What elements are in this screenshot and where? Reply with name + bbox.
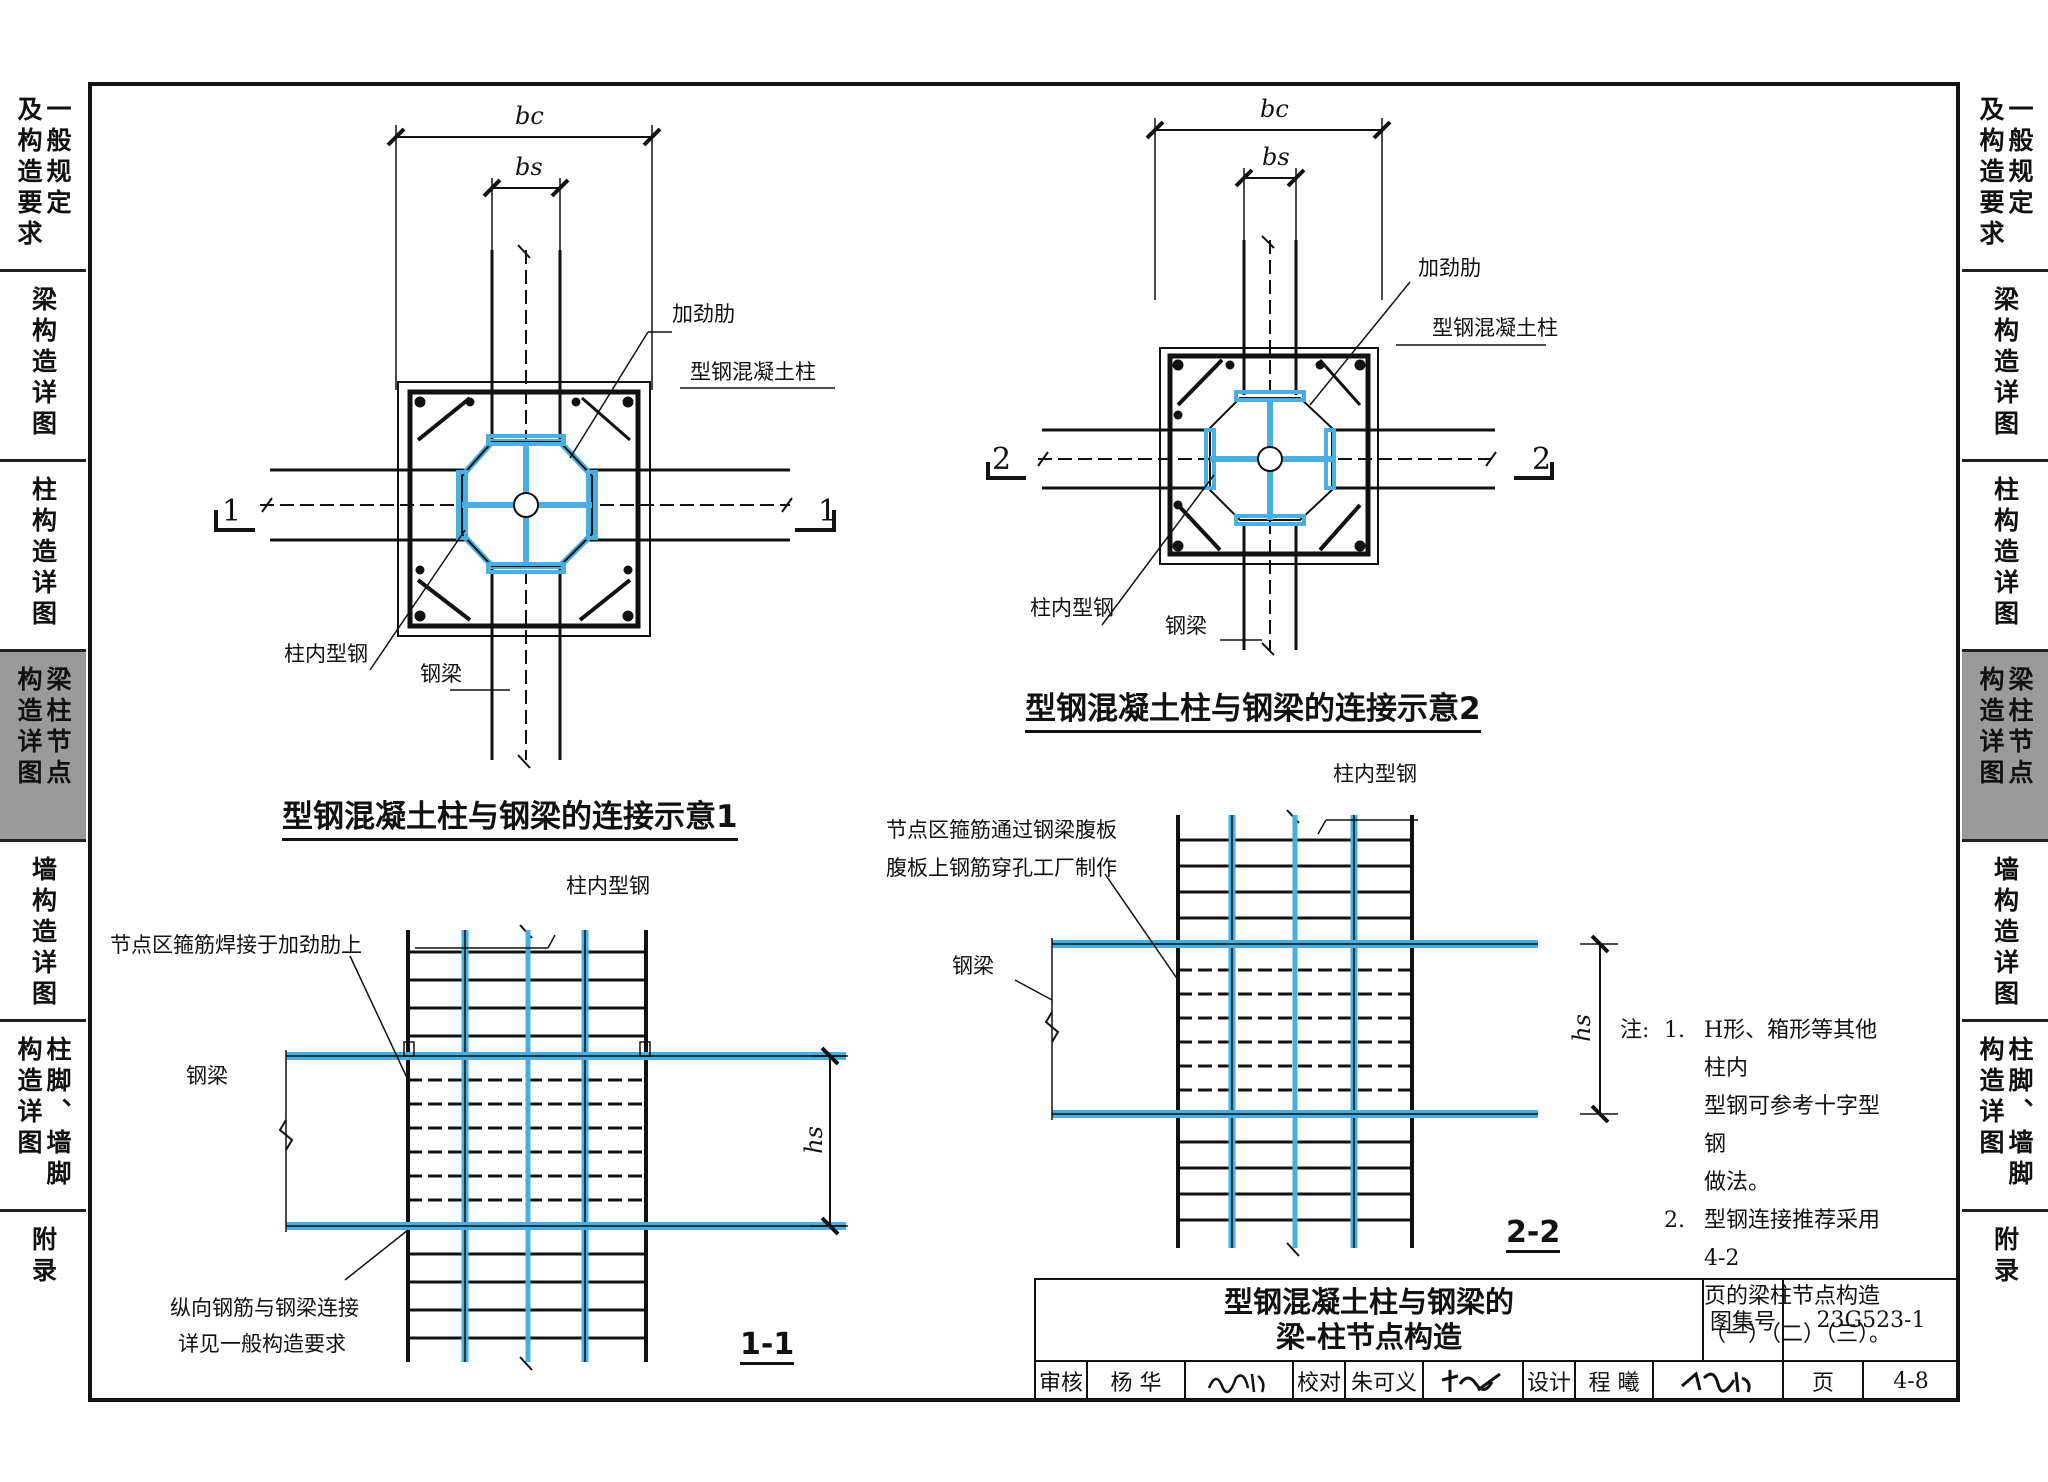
- diagram2-section-mark-right: 2: [1532, 442, 1552, 477]
- diagram1-section-mark-left: 1: [222, 494, 242, 529]
- tab-general-rules[interactable]: 一般规定及构造要求: [0, 82, 86, 272]
- reviewer-signature-mark: [1207, 1373, 1265, 1394]
- design-label: 设计: [1522, 1360, 1576, 1402]
- section11-label-long-bar-2: 详见一般构造要求: [178, 1332, 346, 1356]
- diagram2-dim-bs: bs: [1262, 143, 1290, 171]
- section11-elevation: [278, 924, 848, 1371]
- diagram2-label-src-column: 型钢混凝土柱: [1432, 316, 1558, 340]
- diagram2-dim-bc: bc: [1260, 95, 1289, 123]
- title-block: 型钢混凝土柱与钢梁的 梁-柱节点构造 图集号 23G523-1 审核 杨 华 校…: [1034, 1278, 1960, 1402]
- drawing-frame: [88, 82, 1960, 1402]
- review-label: 审核: [1034, 1360, 1088, 1402]
- section11-label-stirrup-welded: 节点区箍筋焊接于加劲肋上: [110, 933, 362, 957]
- page-label: 页: [1782, 1360, 1864, 1402]
- tab-general-rules-r[interactable]: 一般规定及构造要求: [1962, 82, 2048, 272]
- title-block-title: 型钢混凝土柱与钢梁的 梁-柱节点构造: [1034, 1278, 1704, 1362]
- page-number: 4-8: [1862, 1360, 1960, 1402]
- diagram1-label-inner-steel: 柱内型钢: [284, 642, 368, 666]
- atlas-label: 图集号: [1702, 1278, 1784, 1362]
- designer-signature: [1652, 1360, 1784, 1402]
- diagram1-section-mark-right: 1: [818, 494, 838, 529]
- tab-beam-column-joint[interactable]: 梁柱节点构造详图: [0, 652, 86, 842]
- reviewer-name: 杨 华: [1086, 1360, 1186, 1402]
- reviewer-signature: [1184, 1360, 1294, 1402]
- tab-column-base[interactable]: 柱脚、墙脚构造详图: [0, 1022, 86, 1212]
- diagram2-label-steel-beam: 钢梁: [1165, 614, 1207, 638]
- section11-dim-hs: hs: [799, 1126, 828, 1154]
- notes-heading: 注:: [1620, 1018, 1650, 1043]
- tab-wall-details-r[interactable]: 墙构造详图: [1962, 842, 2048, 1022]
- diagram1-label-src-column: 型钢混凝土柱: [690, 360, 816, 384]
- section22-elevation: [1014, 809, 1618, 1257]
- diagram1-caption: 型钢混凝土柱与钢梁的连接示意1: [282, 800, 738, 842]
- diagram1-label-stiffener: 加劲肋: [672, 302, 735, 326]
- section11-label-steel-beam: 钢梁: [186, 1064, 228, 1088]
- diagram2-section-mark-left: 2: [992, 442, 1012, 477]
- diagram2-caption: 型钢混凝土柱与钢梁的连接示意2: [1025, 692, 1481, 734]
- section22-label-inner-steel: 柱内型钢: [1333, 762, 1417, 786]
- section11-label-inner-steel: 柱内型钢: [566, 874, 650, 898]
- tab-column-details-r[interactable]: 柱构造详图: [1962, 462, 2048, 652]
- title-line2: 梁-柱节点构造: [1275, 1320, 1463, 1354]
- check-label: 校对: [1292, 1360, 1346, 1402]
- tab-appendix[interactable]: 附录: [28, 1226, 58, 1288]
- tab-beam-details[interactable]: 梁构造详图: [0, 272, 86, 462]
- diagram1-label-steel-beam: 钢梁: [420, 662, 462, 686]
- diagram2-label-stiffener: 加劲肋: [1418, 256, 1481, 280]
- designer-signature-mark: [1681, 1371, 1751, 1393]
- diagram1-dim-bc: bc: [515, 102, 544, 130]
- section22-title: 2-2: [1506, 1218, 1561, 1253]
- tab-appendix-r[interactable]: 附录: [1990, 1226, 2020, 1288]
- tab-wall-details[interactable]: 墙构造详图: [0, 842, 86, 1022]
- section22-label-steel-beam: 钢梁: [952, 954, 994, 978]
- title-line1: 型钢混凝土柱与钢梁的: [1223, 1285, 1514, 1320]
- atlas-number: 23G523-1: [1782, 1278, 1960, 1362]
- right-sidebar: 一般规定及构造要求 梁构造详图 柱构造详图 梁柱节点构造详图 墙构造详图 柱脚、…: [1962, 82, 2048, 1402]
- diagram1-dim-bs: bs: [515, 153, 543, 181]
- tab-column-base-r[interactable]: 柱脚、墙脚构造详图: [1962, 1022, 2048, 1212]
- tab-beam-column-joint-r[interactable]: 梁柱节点构造详图: [1962, 652, 2048, 842]
- diagram2-label-inner-steel: 柱内型钢: [1030, 596, 1114, 620]
- section22-label-stirrup-2: 腹板上钢筋穿孔工厂制作: [886, 856, 1117, 880]
- designer-name: 程 曦: [1574, 1360, 1654, 1402]
- left-sidebar: 一般规定及构造要求 梁构造详图 柱构造详图 梁柱节点构造详图 墙构造详图 柱脚、…: [0, 82, 88, 1402]
- tab-beam-details-r[interactable]: 梁构造详图: [1962, 272, 2048, 462]
- section11-title: 1-1: [740, 1330, 795, 1365]
- section22-label-stirrup-1: 节点区箍筋通过钢梁腹板: [886, 818, 1117, 842]
- tab-column-details[interactable]: 柱构造详图: [0, 462, 86, 652]
- checker-signature: [1422, 1360, 1524, 1402]
- section11-label-long-bar-1: 纵向钢筋与钢梁连接: [170, 1296, 359, 1320]
- notes-block: 注:1.H形、箱形等其他柱内 型钢可参考十字型钢 做法。 2.型钢连接推荐采用4…: [1620, 1012, 1894, 1354]
- checker-signature-mark: [1441, 1370, 1501, 1392]
- section22-dim-hs: hs: [1567, 1014, 1596, 1042]
- diagram1-plan: [214, 125, 836, 769]
- diagram2-plan: [986, 118, 1554, 656]
- checker-name: 朱可义: [1344, 1360, 1424, 1402]
